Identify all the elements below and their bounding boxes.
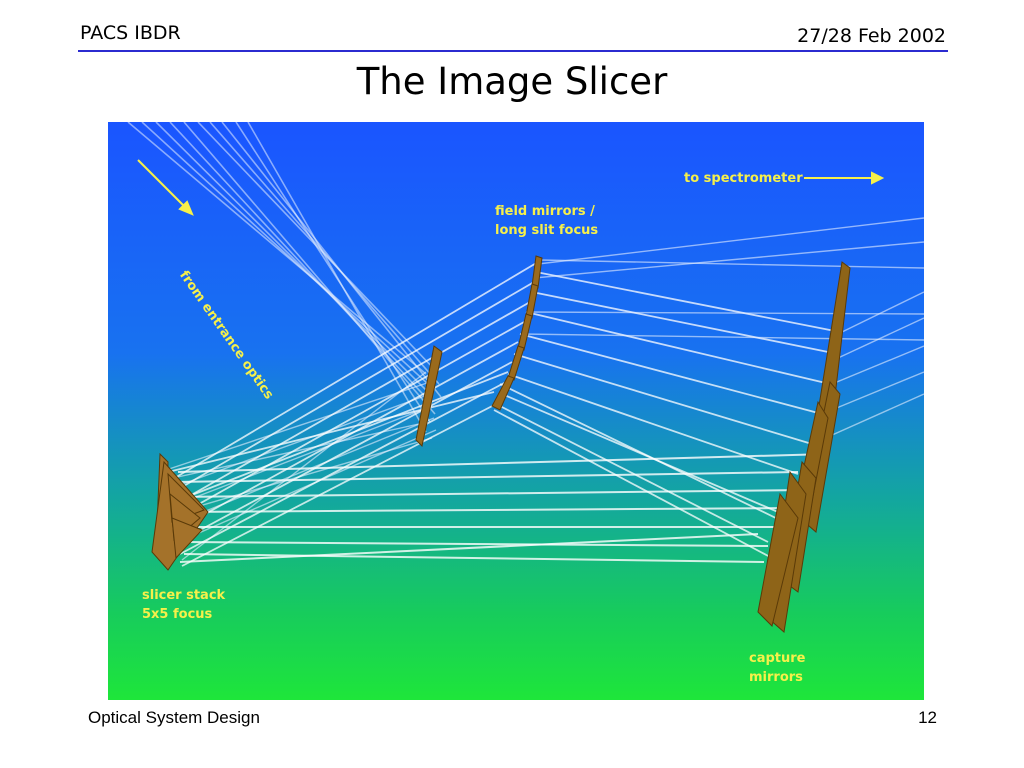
capture-mirrors-label-line2: mirrors: [749, 670, 803, 685]
slicer-stack: [151, 452, 209, 571]
field-mirrors-label-line2: long slit focus: [495, 223, 599, 238]
capture-to-spectrometer-beams: [521, 217, 924, 445]
capture-mirrors: [757, 261, 851, 633]
footer-left-text: Optical System Design: [88, 708, 260, 727]
slicer-stack-label: slicer stack 5x5 focus: [142, 586, 225, 624]
incoming-beam: [127, 122, 442, 433]
field-to-capture-beams: [493, 271, 841, 559]
image-slicer-diagram: to spectrometer field mirrors / long sli…: [108, 122, 924, 700]
header-divider: [78, 50, 948, 52]
optical-raytrace-drawing: [127, 122, 924, 633]
spectrometer-arrow: [804, 171, 885, 185]
slicer-stack-label-line2: 5x5 focus: [142, 607, 213, 622]
slide-title: The Image Slicer: [356, 60, 668, 103]
slicer-stack-label-line1: slicer stack: [142, 588, 226, 603]
field-mirrors-label-line1: field mirrors /: [495, 204, 595, 219]
slicer-to-capture-beams: [173, 453, 829, 563]
field-mirrors: [491, 255, 543, 411]
page-number: 12: [918, 708, 937, 727]
header-left-text: PACS IBDR: [80, 22, 181, 44]
capture-mirrors-label-line1: capture: [749, 651, 806, 666]
slicer-to-field-beams: [167, 261, 539, 567]
header-date: 27/28 Feb 2002: [797, 25, 946, 47]
to-spectrometer-label: to spectrometer: [684, 171, 803, 186]
entrance-arrow: [137, 159, 194, 216]
field-mirrors-label: field mirrors / long slit focus: [495, 202, 598, 240]
capture-mirrors-label: capture mirrors: [749, 649, 805, 687]
fold-mirror: [415, 345, 443, 448]
